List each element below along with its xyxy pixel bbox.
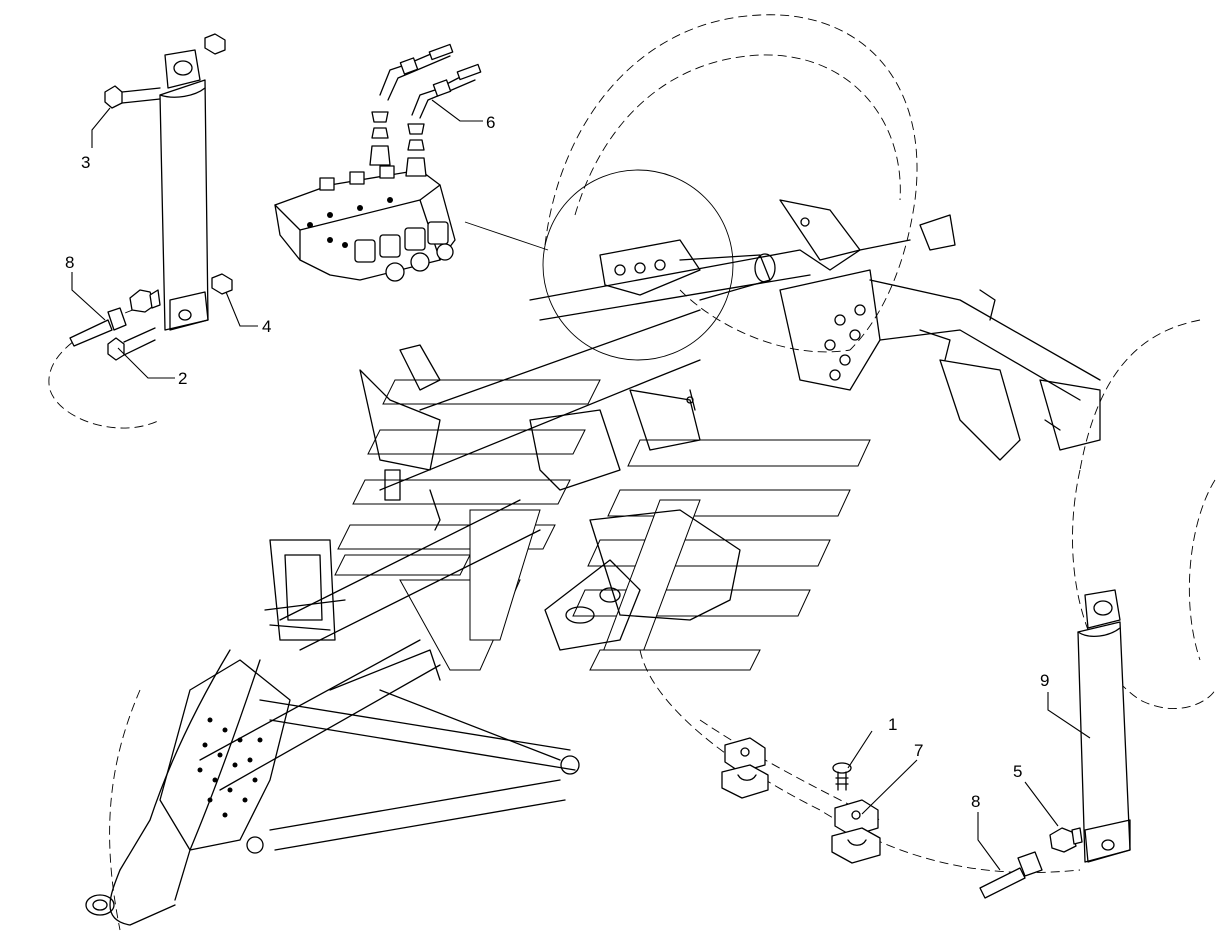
phantom-outline xyxy=(48,14,1216,931)
callout-8-upper: 8 xyxy=(65,253,74,272)
trailer-frame xyxy=(85,199,1101,926)
callout-4: 4 xyxy=(262,317,271,336)
hydraulic-cylinder-lower xyxy=(979,589,1131,899)
callout-6: 6 xyxy=(486,113,495,132)
callout-7: 7 xyxy=(914,741,923,760)
callout-8-lower: 8 xyxy=(971,792,980,811)
callout-9: 9 xyxy=(1040,671,1049,690)
callout-1: 1 xyxy=(888,715,897,734)
callout-3: 3 xyxy=(81,153,90,172)
callout-2: 2 xyxy=(178,369,187,388)
control-valve-block xyxy=(274,161,456,282)
detail-circle xyxy=(464,169,776,361)
watermark-logo xyxy=(334,379,871,671)
callout-5: 5 xyxy=(1013,762,1022,781)
hydraulic-fittings xyxy=(369,43,482,177)
callout-leaders xyxy=(71,99,1091,871)
hydraulic-cylinder-upper xyxy=(69,33,233,361)
